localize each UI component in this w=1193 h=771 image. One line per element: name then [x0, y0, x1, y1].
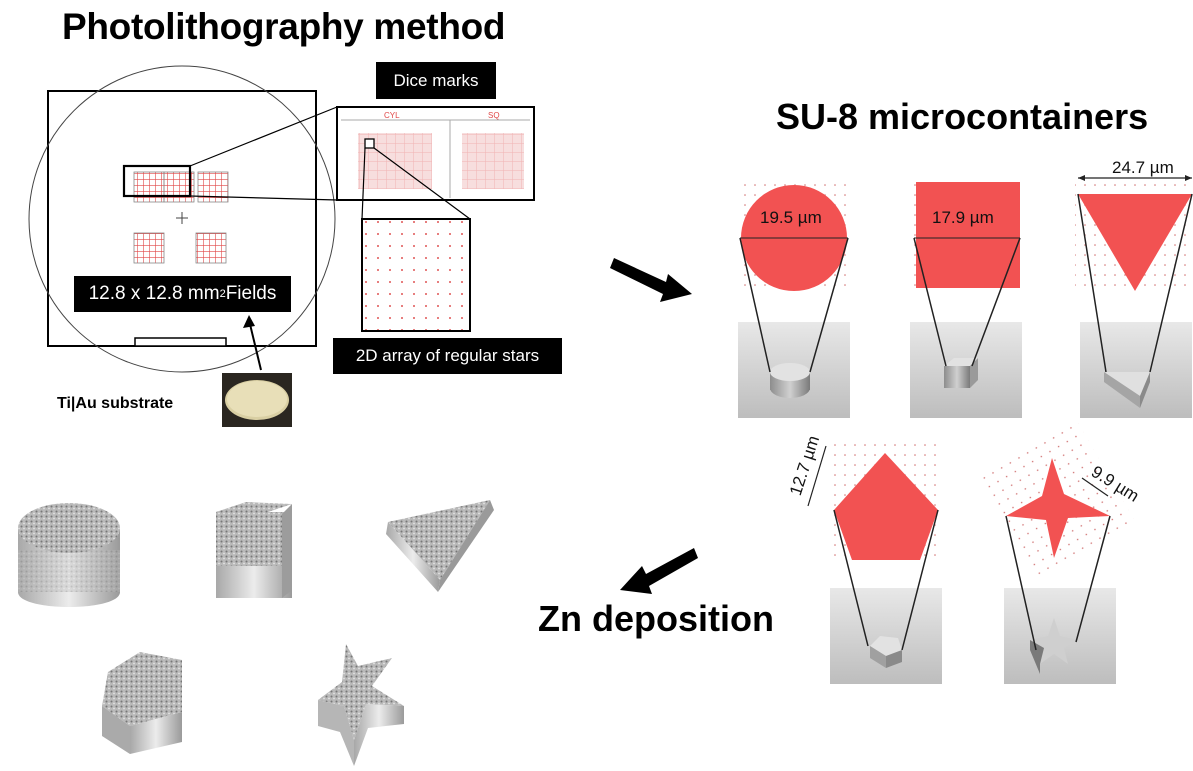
star-panel: [976, 420, 1136, 684]
fields-label-prefix: 12.8 x 12.8 mm: [88, 283, 220, 304]
square-panel: [910, 182, 1022, 418]
triangle-dimension: 24.7 µm: [1112, 158, 1174, 177]
mask-label-sq: SQ: [488, 111, 500, 120]
substrate-label: Ti|Au substrate: [57, 395, 174, 412]
field-group-top: [122, 164, 229, 203]
star-mask-shape: [1006, 458, 1110, 558]
zn-deposition-objects: [18, 500, 494, 766]
pentagon-panel: [807, 442, 942, 684]
fields-label-suffix: Fields: [225, 283, 277, 304]
zn-cylinder: [18, 503, 120, 607]
zn-deposition-title: Zn deposition: [538, 598, 774, 639]
field-bottom-right: [195, 232, 227, 264]
square-dimension: 17.9 µm: [932, 208, 994, 227]
star-array-box: [361, 218, 471, 332]
field-bottom-left: [133, 232, 165, 264]
center-cross: [176, 212, 188, 224]
cylinder-dimension: 19.5 µm: [760, 208, 822, 227]
zn-pentagon: [102, 652, 182, 754]
photolithography-title: Photolithography method: [62, 6, 506, 47]
wafer-schematic: [28, 65, 535, 427]
triangle-mask-shape: [1078, 194, 1192, 291]
fields-label-sup: 2: [219, 288, 226, 300]
star-array-label: 2D array of regular stars: [333, 338, 562, 374]
dice-marks-label: Dice marks: [376, 62, 496, 99]
wafer-flat: [134, 337, 227, 347]
arrow-down-left-icon: [620, 548, 698, 594]
mask-label-cyl: CYL: [384, 111, 400, 120]
arrow-down-right-icon: [610, 258, 692, 302]
triangle-panel: [1075, 175, 1193, 418]
wafer-circle: [28, 65, 336, 373]
cylinder-panel: [738, 182, 850, 418]
su8-title: SU-8 microcontainers: [776, 96, 1149, 137]
pentagon-mask-shape: [834, 453, 938, 560]
zn-star: [318, 644, 404, 766]
square-mask-shape: [916, 182, 1020, 288]
zn-triangle: [386, 500, 494, 592]
zn-square: [216, 502, 292, 598]
su8-panels: [738, 175, 1193, 684]
